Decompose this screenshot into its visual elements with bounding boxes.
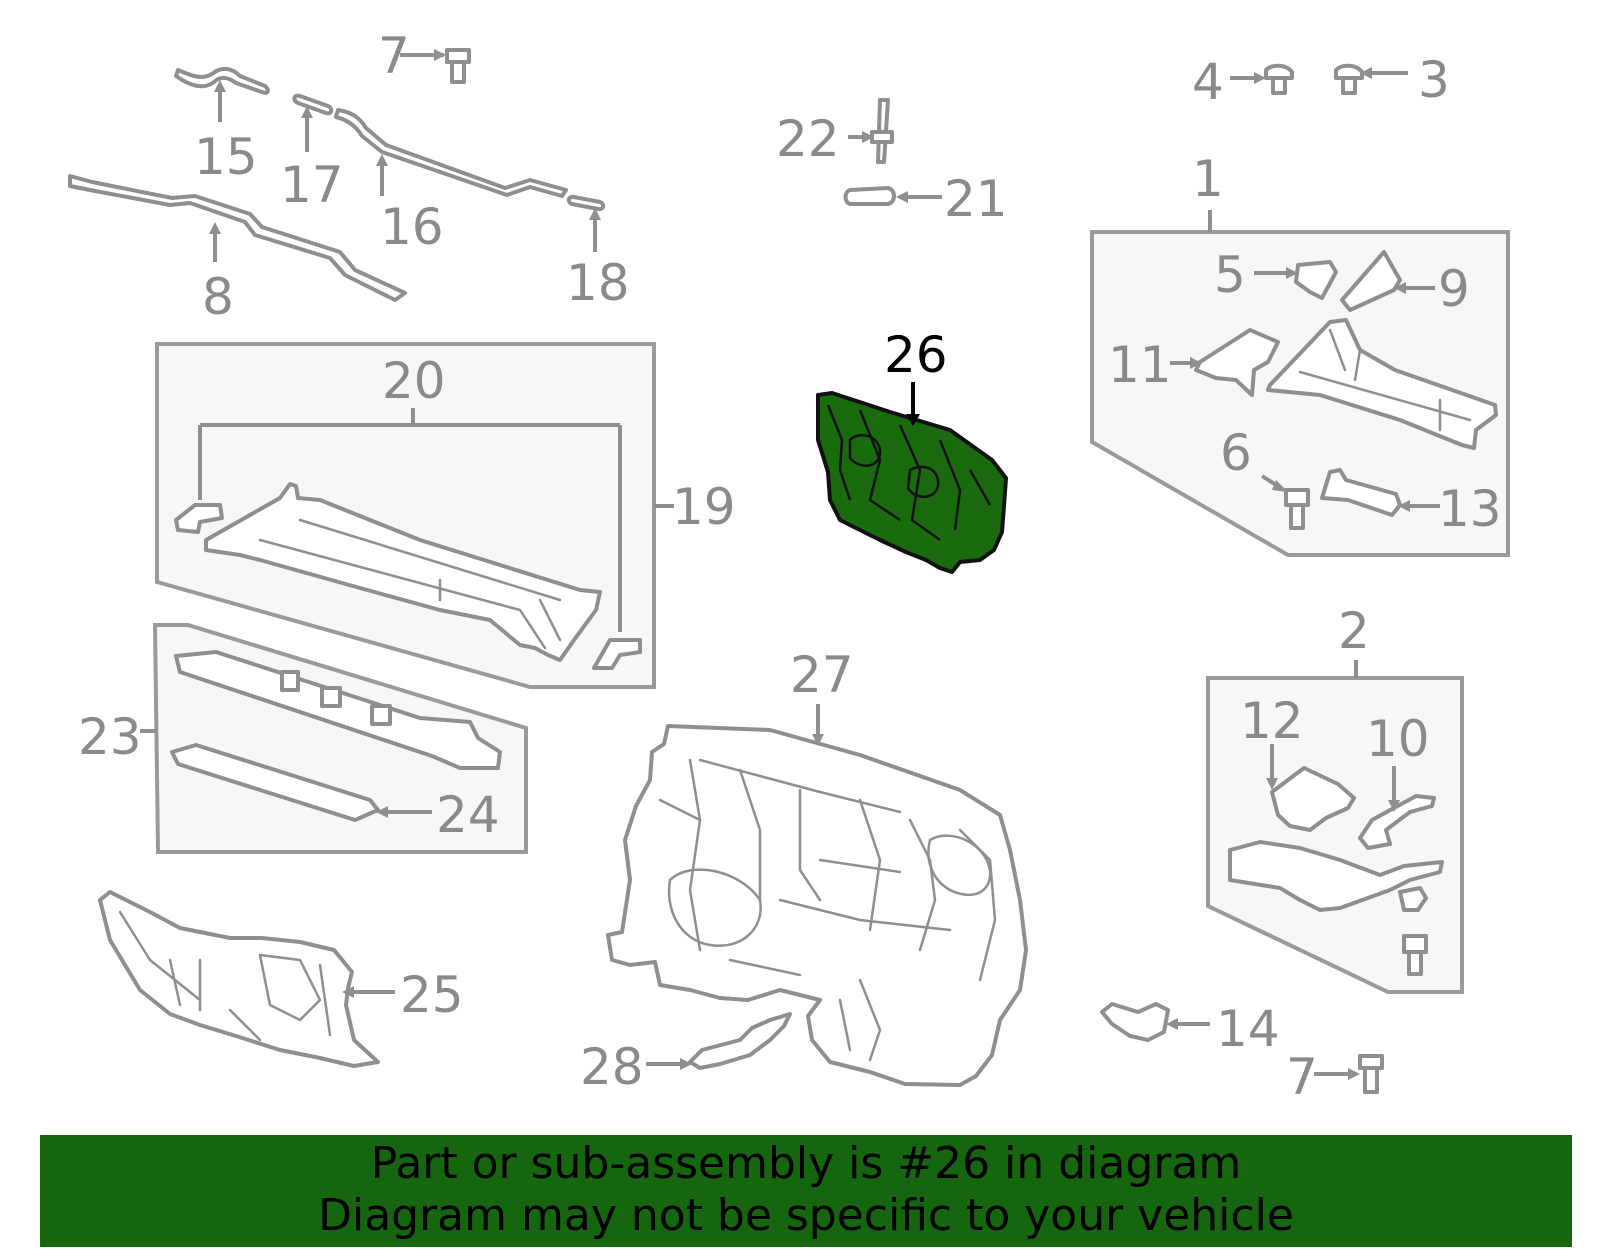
callout-5: 5: [1214, 246, 1246, 304]
part-26-detail: [826, 404, 992, 542]
callout-17: 17: [280, 156, 344, 214]
part-16-rod: [334, 108, 568, 198]
part-10-bracket: [1358, 794, 1436, 850]
banner-line-2: Diagram may not be specific to your vehi…: [318, 1190, 1294, 1241]
callout-14: 14: [1216, 1000, 1280, 1058]
part-23-panel: [174, 650, 502, 770]
part-25-detail: [118, 910, 332, 1042]
callout-12: 12: [1240, 692, 1304, 750]
part-25-dash-panel: [98, 890, 380, 1068]
part-17-plug: [292, 93, 334, 116]
leader-26: [906, 382, 920, 426]
leader-20: [198, 408, 622, 632]
part-20-clip-right: [592, 638, 642, 670]
callout-2: 2: [1338, 602, 1370, 660]
callout-23: 23: [78, 708, 142, 766]
part-3-clip: [1334, 63, 1364, 95]
callout-28: 28: [580, 1038, 644, 1096]
part-1-cowl-detail: [1298, 328, 1472, 432]
part-2-clip: [1398, 886, 1428, 912]
part-24-panel: [170, 743, 380, 822]
part-2-lower-panel: [1228, 840, 1444, 912]
part-21-bracket: [843, 186, 896, 206]
callout-15: 15: [194, 128, 258, 186]
callout-4: 4: [1192, 53, 1224, 111]
callout-9: 9: [1438, 260, 1470, 318]
part-7-bolt-bottom: [1358, 1054, 1384, 1094]
callout-6: 6: [1220, 424, 1252, 482]
part-14-bracket: [1100, 1002, 1170, 1042]
part-28-bracket: [688, 1012, 792, 1070]
part-22-stud: [870, 98, 894, 164]
part-20-clip-left: [174, 503, 224, 534]
part-19-cowl-top: [204, 482, 602, 662]
callout-10: 10: [1366, 710, 1430, 768]
callout-1: 1: [1192, 150, 1224, 208]
info-banner: Part or sub-assembly is #26 in diagram D…: [40, 1135, 1572, 1247]
callout-8: 8: [202, 268, 234, 326]
callout-11: 11: [1108, 336, 1172, 394]
leader-lines: [140, 49, 1440, 1080]
part-5-bracket: [1294, 260, 1338, 300]
callout-21: 21: [944, 170, 1008, 228]
part-27-detail-b: [667, 834, 992, 1062]
callout-13: 13: [1438, 480, 1502, 538]
part-2-bolt: [1402, 934, 1428, 976]
callout-20: 20: [382, 352, 446, 410]
part-26-dash-insulator[interactable]: [816, 391, 1008, 574]
callout-24: 24: [436, 786, 500, 844]
part-12-bracket: [1270, 766, 1356, 832]
part-18-plug: [566, 194, 606, 212]
callout-19: 19: [672, 478, 736, 536]
part-27-detail-a: [688, 758, 997, 982]
part-6-bolt: [1284, 488, 1310, 530]
callout-25: 25: [400, 966, 464, 1024]
callout-26: 26: [884, 326, 948, 384]
part-27-dashboard: [606, 724, 1028, 1087]
part-11-bracket: [1194, 328, 1280, 397]
callout-7-top: 7: [378, 27, 410, 85]
callout-3: 3: [1418, 51, 1450, 109]
part-19-cowl-detail: [258, 518, 562, 650]
banner-line-1: Part or sub-assembly is #26 in diagram: [370, 1138, 1242, 1189]
part-23-tabs: [280, 670, 392, 726]
callout-27: 27: [790, 646, 854, 704]
part-8-strip: [68, 174, 407, 302]
callout-7-bottom: 7: [1286, 1048, 1318, 1106]
part-9-bracket: [1340, 250, 1402, 312]
callout-16: 16: [380, 198, 444, 256]
part-7-bolt-top: [445, 48, 471, 84]
callout-22: 22: [776, 110, 840, 168]
callout-18: 18: [566, 254, 630, 312]
part-4-clip: [1264, 63, 1294, 95]
part-15-clip: [174, 67, 270, 95]
part-27-detail-c: [658, 758, 952, 977]
